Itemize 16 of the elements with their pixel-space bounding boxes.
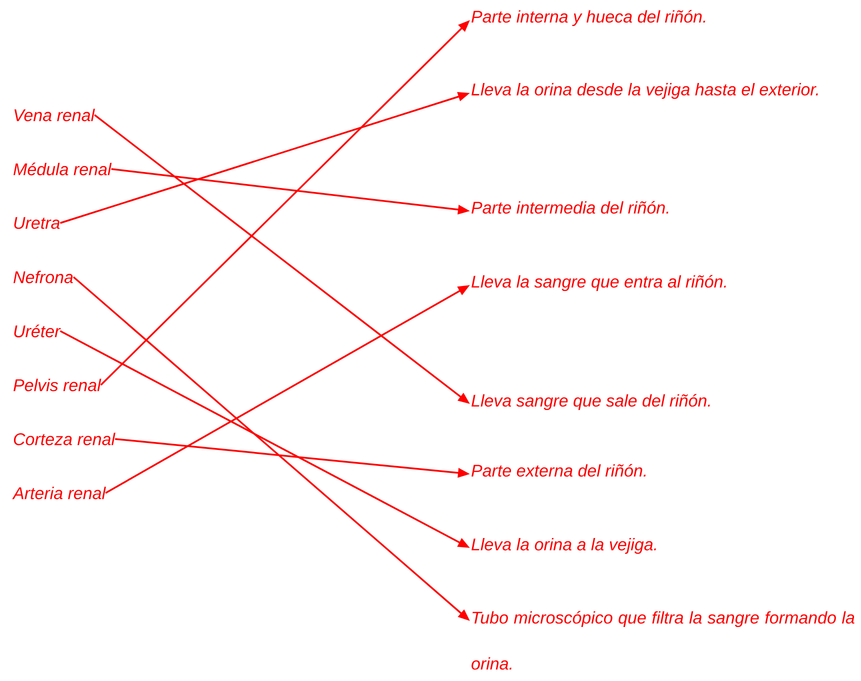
term-label: Nefrona bbox=[14, 270, 73, 284]
term-label: Arteria renal bbox=[12, 486, 106, 500]
definition-text: Tubo microscópico que filtra la sangre formando la orina. bbox=[472, 610, 854, 670]
definition-text: Lleva la orina desde la vejiga hasta el exterior. bbox=[472, 83, 818, 99]
definition-text: Lleva la sangre que entra al riñón. bbox=[472, 274, 726, 292]
term-label: Pelvis renal bbox=[14, 378, 102, 392]
definition-text: Parte externa del riñón. bbox=[472, 464, 646, 477]
definition-text: Lleva sangre que sale del riñón. bbox=[472, 394, 710, 410]
term-label: Vena renal bbox=[14, 108, 95, 122]
definition-text: Lleva la orina a la vejiga. bbox=[472, 538, 656, 554]
term-label: Uretra bbox=[14, 217, 60, 229]
term-label: Corteza renal bbox=[14, 432, 116, 446]
definition-text: Parte intermedia del riñón. bbox=[472, 201, 668, 214]
term-label: Médula renal bbox=[14, 162, 112, 176]
definition-text: Parte interna y hueca del riñón. bbox=[472, 10, 706, 26]
term-label: Uréter bbox=[14, 324, 61, 338]
